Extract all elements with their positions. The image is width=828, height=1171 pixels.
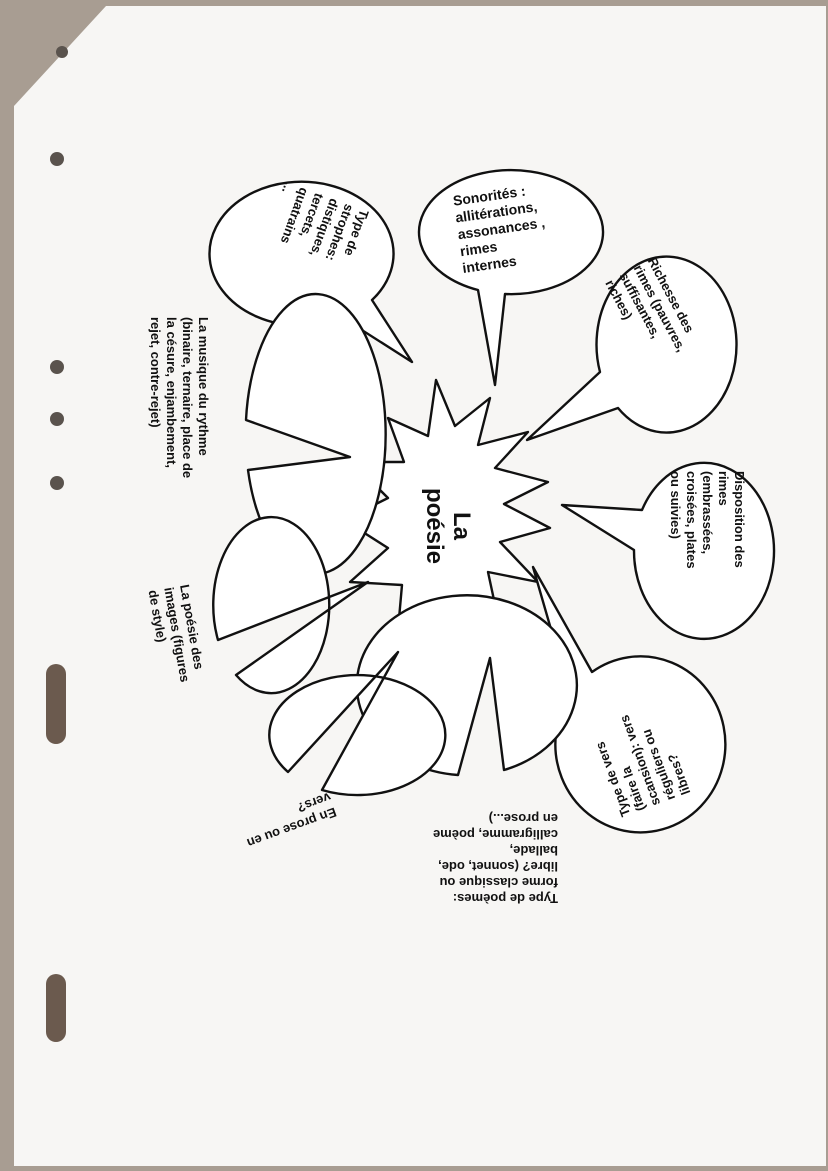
- punch-hole: [50, 152, 64, 166]
- bubble-text-poemes: Type de poèmes: forme classique ou libre…: [433, 811, 558, 906]
- punch-hole: [56, 46, 68, 58]
- bubble-text-rythme: La musique du rythme (binaire, ternaire,…: [148, 317, 211, 479]
- torn-hole: [46, 664, 66, 744]
- bubble-disposition: [560, 461, 776, 641]
- torn-hole: [46, 974, 66, 1042]
- punch-hole: [50, 360, 64, 374]
- center-label: La poésie: [421, 487, 475, 565]
- bubble-vers: [531, 565, 727, 834]
- bubble-richesse: [525, 255, 738, 442]
- punch-hole: [50, 412, 64, 426]
- bubble-text-sonorites: Sonorités : allitérations, assonances , …: [451, 182, 546, 277]
- bubble-prose: [268, 650, 447, 797]
- bubble-strophes: [208, 180, 414, 364]
- bubble-sonorites: [417, 168, 605, 387]
- bubble-text-disposition: Disposition des rimes (embrassées, crois…: [668, 471, 747, 569]
- punch-hole: [50, 476, 64, 490]
- bubble-images: [212, 515, 370, 695]
